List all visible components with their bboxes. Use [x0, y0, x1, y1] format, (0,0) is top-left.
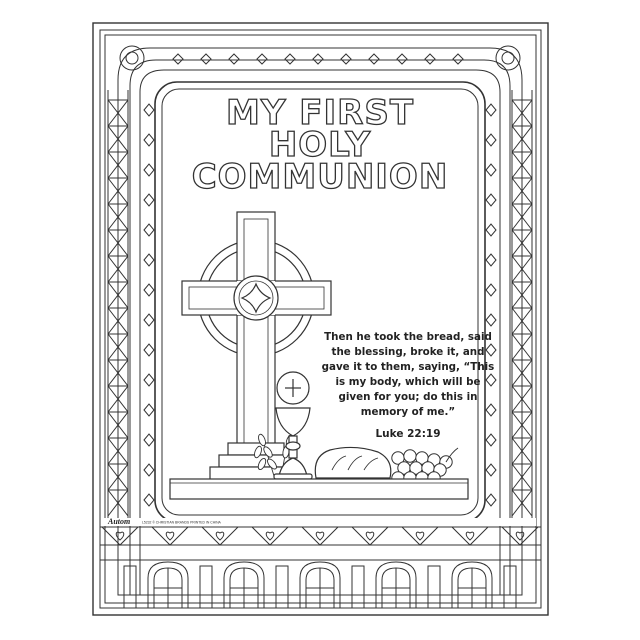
title-line-3: COMMUNION	[192, 157, 449, 197]
verse-line-4: is my body, which will be	[336, 376, 481, 388]
title-line-2: HOLY	[269, 125, 371, 165]
stained-glass-border	[99, 29, 542, 609]
footer-strip: Autom L5232 © CHRISTIAN BRANDS PRINTED I…	[104, 517, 536, 526]
fineprint: L5232 © CHRISTIAN BRANDS PRINTED IN CHIN…	[142, 521, 222, 525]
chalice-icon	[273, 371, 313, 480]
scripture-verse: Then he took the bread, said the blessin…	[322, 331, 495, 440]
verse-line-5: given for you; do this in	[339, 391, 478, 403]
verse-line-6: memory of me.”	[361, 406, 455, 418]
verse-citation: Luke 22:19	[375, 428, 440, 440]
verse-line-2: the blessing, broke it, and	[332, 346, 485, 358]
altar-ledge	[169, 478, 469, 500]
bread-icon	[314, 446, 392, 479]
brand-logo: Autom	[107, 517, 130, 526]
verse-line-3: gave it to them, saying, “This	[322, 361, 495, 373]
celtic-cross-icon	[181, 211, 332, 482]
verse-line-1: Then he took the bread, said	[324, 331, 492, 343]
title-line-1: MY FIRST	[226, 93, 414, 133]
